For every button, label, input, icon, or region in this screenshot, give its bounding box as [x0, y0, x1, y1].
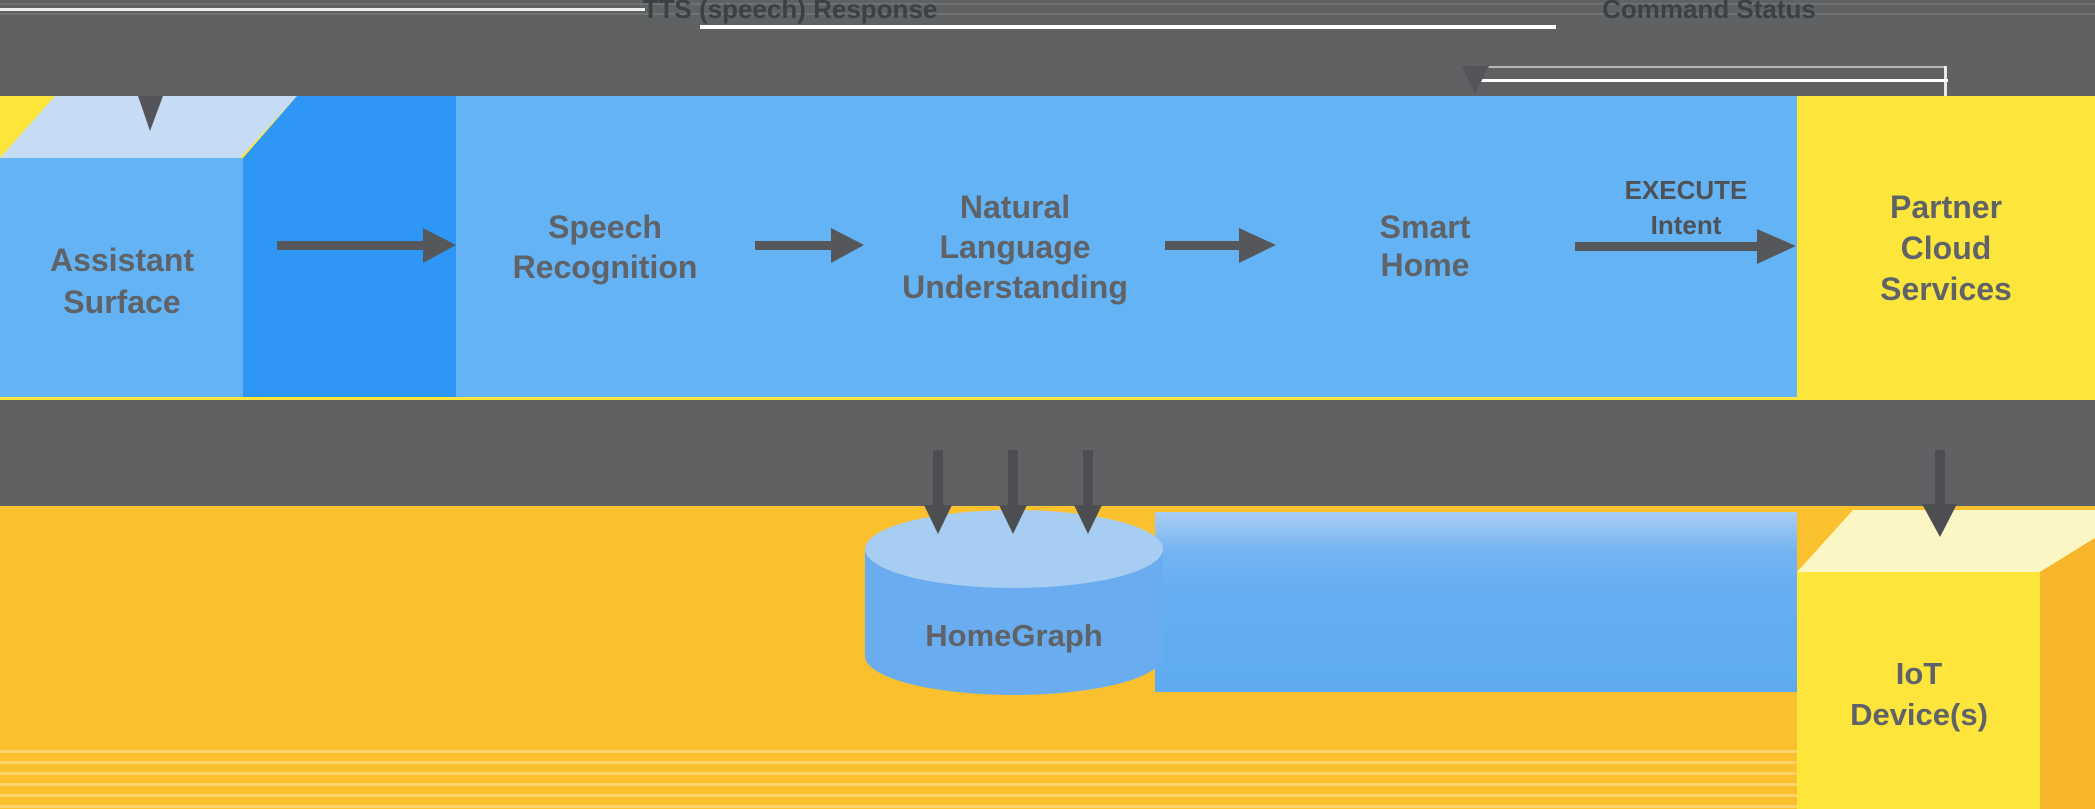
home-graph-label: HomeGraph — [925, 618, 1103, 653]
assistant-surface-label: Assistant Surface — [49, 242, 195, 320]
homegraph-iot-connector-bar — [1155, 512, 1797, 692]
response-band: TTS (speech) Response Command Status — [0, 0, 2095, 96]
nlu-label: Natural Language Understanding — [902, 189, 1128, 305]
smart-home-label: Smart Home — [1379, 209, 1471, 283]
background-stripes — [0, 742, 2095, 809]
google-assistant-panel — [456, 96, 1797, 397]
tts-response-label: TTS (speech) Response — [642, 0, 938, 24]
band-artifact-line — [0, 13, 2095, 15]
partner-cloud-box — [1797, 96, 2095, 397]
execute-intent-label: EXECUTE Intent — [1624, 175, 1748, 240]
state-transport-band — [0, 400, 2095, 506]
tts-response-arrow-line — [700, 25, 1556, 29]
command-status-arrow-riser — [1944, 66, 1947, 96]
tts-response-arrow-line — [0, 8, 645, 11]
command-status-arrow-line — [1480, 79, 1948, 82]
command-status-arrow-line — [1480, 66, 1945, 68]
iot-device-label: IoT Device(s) — [1850, 656, 1988, 732]
speech-recognition-label: Speech Recognition — [512, 209, 698, 285]
command-status-label: Command Status — [1602, 0, 1816, 24]
partner-cloud-label: Partner Cloud Services — [1880, 189, 2012, 307]
band-artifact-line — [0, 3, 2095, 5]
